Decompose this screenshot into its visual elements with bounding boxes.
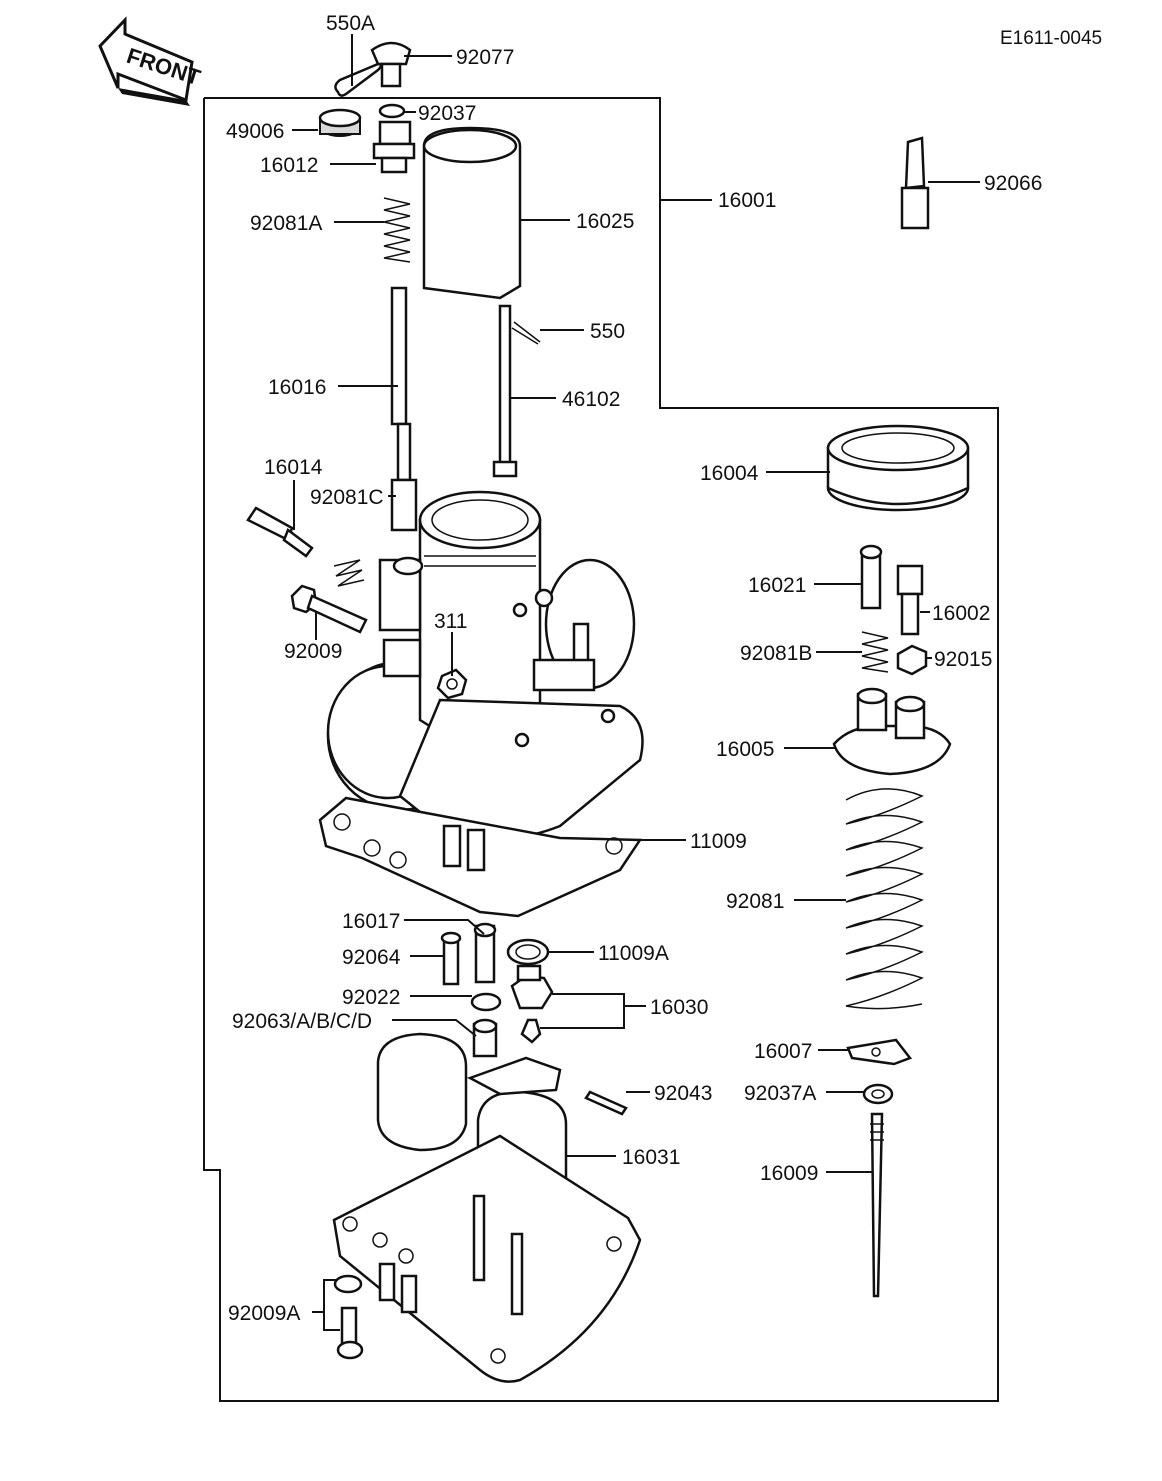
- label-11009a: 11009A: [598, 942, 669, 965]
- spring-92081: [845, 788, 924, 1010]
- collar-49006: [318, 108, 362, 137]
- gasket-11009: [318, 796, 643, 918]
- label-92064: 92064: [342, 946, 401, 969]
- jet-92063: [472, 1018, 498, 1058]
- label-92081: 92081: [726, 890, 784, 913]
- jet-92064: [440, 931, 462, 986]
- screw-92009: [290, 584, 368, 634]
- screw-16002: [896, 564, 924, 636]
- label-16016: 16016: [268, 376, 326, 399]
- front-arrow-icon: FRONT: [98, 16, 204, 106]
- label-92066: 92066: [984, 172, 1042, 195]
- washer-92037a: [862, 1083, 894, 1105]
- screw-92009a: [333, 1274, 364, 1360]
- pin-92043: [584, 1090, 628, 1116]
- label-92081a: 92081A: [250, 212, 322, 235]
- ring-nut-16004: [826, 424, 970, 512]
- nut-92015: [896, 644, 928, 676]
- assembly-boundary: [203, 97, 999, 1402]
- pilot-screw-16014: [246, 506, 314, 558]
- spring-92081a: [383, 197, 411, 263]
- adjuster-16012: [372, 120, 416, 174]
- label-92022: 92022: [342, 986, 400, 1009]
- label-46102: 46102: [562, 388, 620, 411]
- label-16002: 16002: [932, 602, 990, 625]
- label-550: 550: [590, 320, 625, 343]
- label-16005: 16005: [716, 738, 774, 761]
- valve-seat-16030: [510, 964, 554, 1044]
- carburetor-body: [326, 490, 644, 840]
- o-ring-92037: [378, 103, 406, 119]
- label-550a: 550A: [326, 12, 375, 35]
- rod-16016: [390, 286, 418, 532]
- rod-46102: [492, 304, 541, 478]
- label-16030: 16030: [650, 996, 708, 1019]
- label-11009: 11009: [690, 830, 747, 853]
- label-16025: 16025: [576, 210, 634, 233]
- washer-92022: [470, 992, 502, 1012]
- label-311: 311: [434, 610, 467, 633]
- label-16031: 16031: [622, 1146, 680, 1169]
- leader-lines: [292, 34, 980, 1331]
- plate-16007: [846, 1038, 913, 1066]
- label-16012: 16012: [260, 154, 318, 177]
- label-16009: 16009: [760, 1162, 818, 1185]
- label-92037: 92037: [418, 102, 476, 125]
- label-16017: 16017: [342, 910, 400, 933]
- label-92037a: 92037A: [744, 1082, 816, 1105]
- label-92043: 92043: [654, 1082, 712, 1105]
- label-16001: 16001: [718, 189, 776, 212]
- throttle-valve-16025: [422, 126, 522, 300]
- top-cap-16005: [832, 687, 952, 776]
- label-16014: 16014: [264, 456, 323, 479]
- washer-11009a: [506, 938, 550, 966]
- float-bowl: [332, 1134, 642, 1383]
- label-92015: 92015: [934, 648, 992, 671]
- adjuster-16021: [859, 544, 883, 610]
- needle-16009: [870, 1112, 884, 1298]
- spring-92081b: [861, 631, 889, 673]
- spring-92081c: [333, 559, 365, 587]
- part-labels: 550A 92077 92037 49006 16012 16001 92066…: [226, 12, 1042, 1325]
- label-49006: 49006: [226, 120, 284, 143]
- cotter-pin-550a: [334, 62, 383, 97]
- cap-92077: [370, 41, 412, 88]
- label-16021: 16021: [748, 574, 806, 597]
- label-92077: 92077: [456, 46, 514, 69]
- label-92009: 92009: [284, 640, 342, 663]
- label-16007: 16007: [754, 1040, 812, 1063]
- label-92063: 92063/A/B/C/D: [232, 1010, 372, 1033]
- label-92081b: 92081B: [740, 642, 812, 665]
- diagram-code: E1611-0045: [1000, 28, 1102, 49]
- label-92009a: 92009A: [228, 1302, 300, 1325]
- jet-16017: [473, 922, 497, 984]
- idle-screw-92066: [900, 136, 930, 230]
- label-92081c: 92081C: [310, 486, 384, 509]
- label-16004: 16004: [700, 462, 759, 485]
